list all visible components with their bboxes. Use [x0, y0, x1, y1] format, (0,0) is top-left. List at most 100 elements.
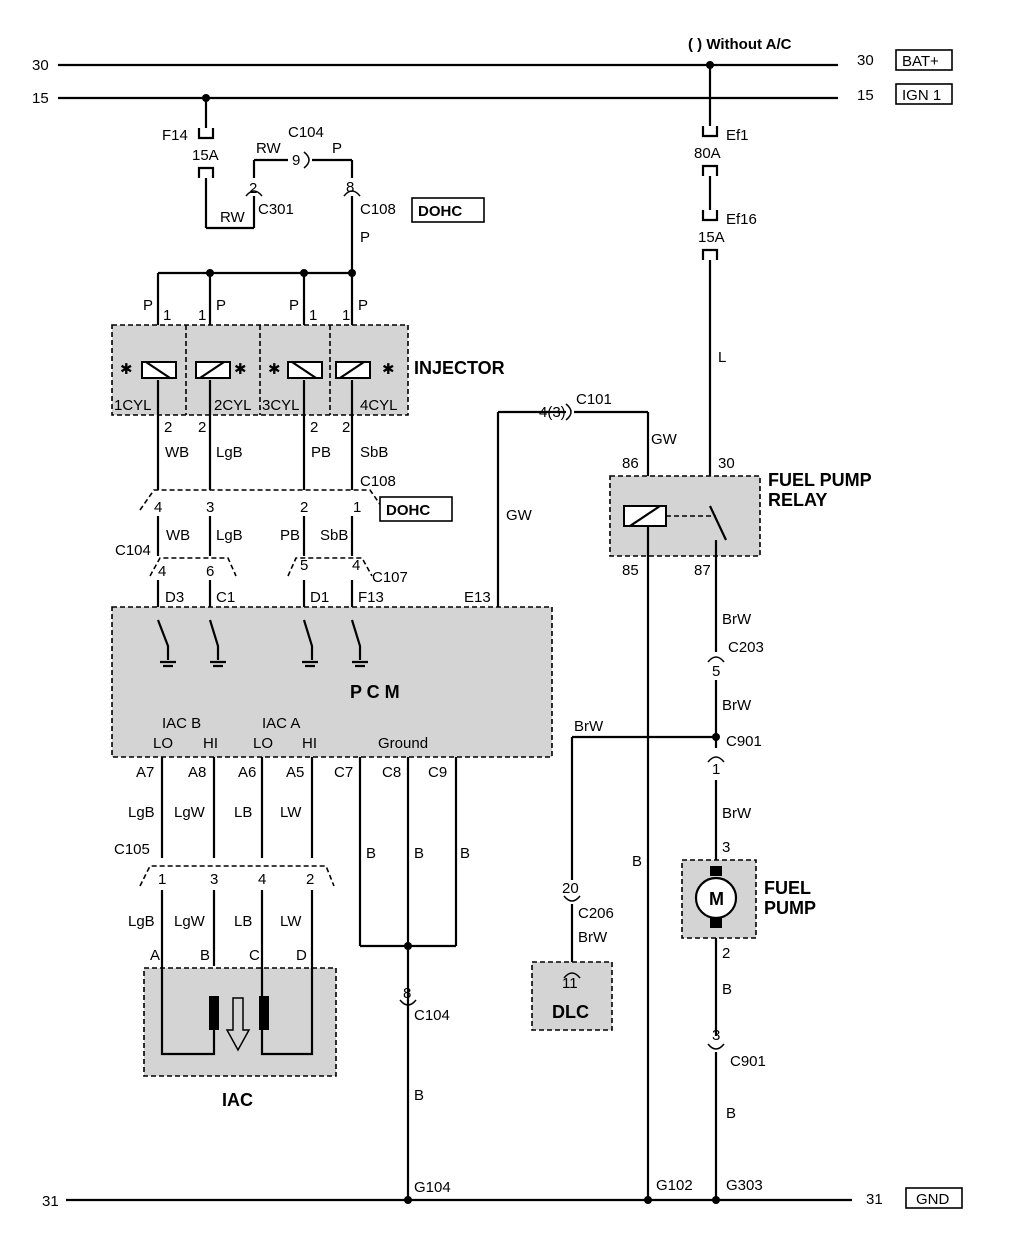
dlc-label: DLC [552, 1002, 589, 1022]
c105-outline [139, 865, 335, 887]
pcm-in-d3: D3 [165, 589, 184, 606]
wire-brw-pump: BrW [722, 805, 752, 822]
inj1-out-color: WB [165, 444, 189, 461]
fuse-ef16-label: Ef16 [726, 211, 757, 228]
dohc-tag-1-box [411, 197, 485, 223]
svg-text:✱: ✱ [382, 361, 395, 378]
ground-wire-c8: B [414, 845, 424, 862]
iac-arrow-icon [225, 997, 251, 1052]
relay-label-1: FUEL PUMP [768, 470, 872, 490]
fuse-f14-label: F14 [162, 127, 188, 144]
c105-pin-4: 2 [306, 871, 314, 888]
ground-g104: G104 [414, 1179, 451, 1196]
iac-b-label: IAC B [162, 715, 201, 732]
pcm-in-d1: D1 [310, 589, 329, 606]
iac-wire-2: LgW [174, 804, 206, 821]
svg-text:✱: ✱ [120, 361, 133, 378]
wire-rw-upper: RW [256, 140, 282, 157]
injector-label: INJECTOR [414, 358, 505, 378]
relay-switch-icon [709, 505, 727, 541]
wire-b-relay: B [632, 853, 642, 870]
iac-label: IAC [222, 1090, 253, 1110]
c301-pin: 2 [249, 180, 257, 197]
iac-wire-8: LW [280, 913, 302, 930]
c108-wire-4: SbB [320, 527, 348, 544]
c104-pin-a: 4 [158, 563, 166, 580]
c108-wire-1: WB [166, 527, 190, 544]
pcm-switch-f13-icon [350, 619, 368, 668]
c101-label: C101 [576, 391, 612, 408]
iac-pin-a: A [150, 947, 160, 964]
wire-brw-dlc: BrW [574, 718, 604, 735]
relay-pin-30: 30 [718, 455, 735, 472]
c108-mid-outline [139, 489, 385, 511]
c203-label: C203 [728, 639, 764, 656]
dlc-pin: 11 [562, 975, 578, 992]
pcm-switch-d3-icon [156, 619, 176, 668]
ign-rail-left-label: 15 [32, 90, 49, 107]
iac-hi-1: HI [203, 735, 218, 752]
inj2-out-color: LgB [216, 444, 243, 461]
connector-c203-icon [707, 656, 725, 663]
wire-rw-lower: RW [220, 209, 246, 226]
iac-wire-4: LW [280, 804, 302, 821]
gnd-rail-left-label: 31 [42, 1193, 59, 1210]
pcm-ground-label: Ground [378, 735, 428, 752]
iac-pin-d: D [296, 947, 307, 964]
ign-tag: IGN 1 [902, 87, 941, 104]
c107-pin-b: 4 [352, 557, 360, 574]
connector-c101-icon [565, 403, 572, 421]
fuse-ef1-label: Ef1 [726, 127, 749, 144]
c105-pin-1: 1 [158, 871, 166, 888]
c104-bot-pin: 8 [403, 985, 411, 1002]
relay-pin-86: 86 [622, 455, 639, 472]
iac-lo-1: LO [153, 735, 173, 752]
inj2-pin-bot: 2 [198, 419, 206, 436]
c108-connector: C108 DOHC 4 3 2 1 WB LgB PB SbB [139, 473, 453, 556]
fuel-pump-label-1: FUEL [764, 878, 811, 898]
wire-brw-2: BrW [722, 697, 752, 714]
pcm-pin-a5: A5 [286, 764, 304, 781]
injector-assembly: P P P P 1 1 1 1 ✱ ✱ ✱ ✱ [111, 269, 505, 490]
c108-wire-3: PB [280, 527, 300, 544]
c105-pin-2: 3 [210, 871, 218, 888]
iac-wire-3: LB [234, 804, 252, 821]
gnd-tag-box [905, 1187, 963, 1209]
c901-top-pin: 1 [712, 761, 720, 778]
c105-pin-3: 4 [258, 871, 266, 888]
battery-rail: 30 30 BAT+ ( ) Without A/C [32, 36, 953, 74]
inj1-wire-color: P [143, 297, 153, 314]
c104-mid-label: C104 [115, 542, 151, 559]
c104-c107-connectors: C104 C107 4 6 5 4 D3 C1 D1 F13 [115, 542, 408, 620]
c105-label: C105 [114, 841, 150, 858]
pcm-pin-c9: C9 [428, 764, 447, 781]
pcm-module: P C M IAC B IAC A LO HI LO HI Ground E13… [111, 391, 678, 758]
inj4-wire-color: P [358, 297, 368, 314]
fuel-pump-motor-icon [694, 876, 738, 920]
c206-pin: 20 [562, 880, 579, 897]
inj3-wire-color: P [289, 297, 299, 314]
c108-top-pin: 8 [346, 179, 354, 196]
cyl1-label: 1CYL [114, 397, 152, 414]
connector-c901-bottom-icon [707, 1043, 725, 1050]
pcm-pin-c7: C7 [334, 764, 353, 781]
ground-g102: G102 [656, 1177, 693, 1194]
c104-pin-b: 6 [206, 563, 214, 580]
c105-iac: C105 1 3 4 2 LgB LgW LB LW A B C D IAC [114, 841, 337, 1110]
iac-wire-1: LgB [128, 804, 155, 821]
inj3-pin-bot: 2 [310, 419, 318, 436]
iac-lo-2: LO [253, 735, 273, 752]
wire-gw-relay: GW [651, 431, 678, 448]
c108-wire-2: LgB [216, 527, 243, 544]
dlc-socket-icon [563, 972, 581, 979]
cyl3-label: 3CYL [262, 397, 300, 414]
c104-top-label: C104 [288, 124, 324, 141]
pcm-pin-c8: C8 [382, 764, 401, 781]
bat-rail-right-label: 30 [857, 52, 874, 69]
c104-mid-outline [149, 557, 237, 577]
connector-c206-icon [563, 895, 581, 902]
inj4-pin-top: 1 [342, 307, 350, 324]
pcm-label: P C M [350, 682, 400, 702]
cyl2-label: 2CYL [214, 397, 252, 414]
pcm-pin-a7: A7 [136, 764, 154, 781]
